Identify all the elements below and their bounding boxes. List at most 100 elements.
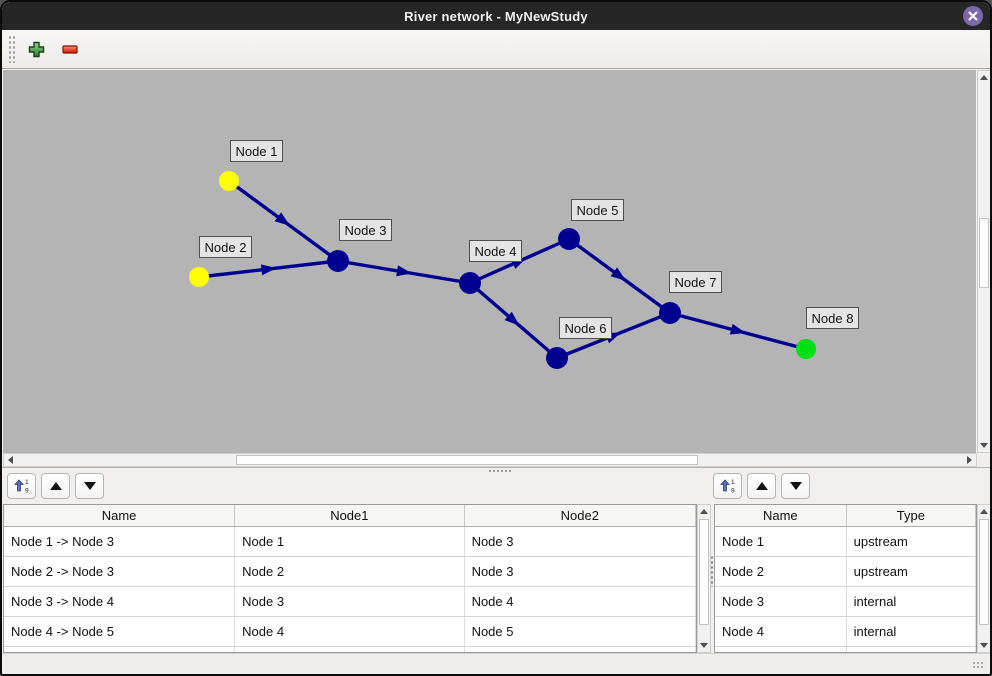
table-cell[interactable] bbox=[234, 646, 465, 652]
svg-text:9: 9 bbox=[25, 488, 29, 495]
node-label: Node 1 bbox=[230, 140, 283, 162]
vscroll-thumb[interactable] bbox=[979, 519, 989, 625]
table-cell[interactable]: Node 1 bbox=[234, 526, 465, 557]
table-row[interactable] bbox=[4, 646, 696, 652]
table-cell[interactable] bbox=[464, 646, 696, 652]
table-cell[interactable]: Node 4 -> Node 5 bbox=[4, 616, 236, 647]
nodes-table-scrollbar[interactable] bbox=[977, 504, 990, 653]
sort-icon: 1 9 bbox=[719, 479, 735, 494]
table-cell[interactable]: Node 4 bbox=[464, 586, 696, 617]
sort-reaches-button[interactable]: 1 9 bbox=[7, 473, 36, 499]
arrow-down-icon bbox=[980, 443, 988, 448]
arrow-up-icon bbox=[980, 75, 988, 80]
title-bar[interactable]: River network - MyNewStudy bbox=[2, 2, 990, 30]
table-row[interactable] bbox=[715, 646, 976, 652]
scroll-down-button[interactable] bbox=[978, 639, 990, 652]
scroll-up-button[interactable] bbox=[978, 505, 990, 518]
main-toolbar bbox=[2, 30, 990, 69]
table-cell[interactable]: Node 4 bbox=[715, 616, 847, 647]
node-node-6[interactable] bbox=[546, 347, 568, 369]
table-cell[interactable]: internal bbox=[846, 616, 976, 647]
sort-nodes-button[interactable]: 1 9 bbox=[713, 473, 742, 499]
flow-arrow-icon bbox=[610, 267, 626, 281]
node-node-3[interactable] bbox=[327, 250, 349, 272]
node-node-4[interactable] bbox=[459, 272, 481, 294]
remove-node-button[interactable] bbox=[57, 36, 83, 62]
remove-icon bbox=[62, 44, 78, 54]
add-node-button[interactable] bbox=[23, 36, 49, 62]
scroll-right-button[interactable] bbox=[963, 454, 976, 466]
table-cell[interactable]: Node 4 bbox=[234, 616, 465, 647]
window-resize-grip[interactable] bbox=[972, 661, 984, 670]
table-cell[interactable]: Node 3 bbox=[715, 586, 847, 617]
hscroll-thumb[interactable] bbox=[236, 455, 698, 465]
table-cell[interactable] bbox=[715, 646, 847, 652]
node-node-8[interactable] bbox=[796, 339, 816, 359]
table-cell[interactable]: Node 3 bbox=[464, 526, 696, 557]
diagram-hscrollbar[interactable] bbox=[3, 453, 977, 467]
tables-splitter-handle[interactable] bbox=[710, 555, 715, 587]
scroll-left-button[interactable] bbox=[4, 454, 17, 466]
table-cell[interactable]: Node 1 -> Node 3 bbox=[4, 526, 236, 557]
close-icon bbox=[968, 11, 978, 21]
scroll-down-button[interactable] bbox=[698, 639, 710, 652]
toolbar-drag-handle[interactable] bbox=[8, 35, 15, 63]
table-cell[interactable]: upstream bbox=[846, 556, 976, 587]
table-cell[interactable] bbox=[4, 646, 236, 652]
scroll-up-button[interactable] bbox=[978, 71, 990, 84]
flow-arrow-icon bbox=[396, 265, 412, 277]
table-cell[interactable]: Node 5 bbox=[464, 616, 696, 647]
move-node-up-button[interactable] bbox=[747, 473, 776, 499]
node-node-5[interactable] bbox=[558, 228, 580, 250]
node-label: Node 7 bbox=[669, 271, 722, 293]
column-header: Name bbox=[715, 505, 847, 527]
node-node-2[interactable] bbox=[189, 267, 209, 287]
add-icon bbox=[28, 41, 44, 57]
table-cell[interactable]: upstream bbox=[846, 526, 976, 557]
move-up-icon bbox=[49, 482, 62, 490]
move-reach-down-button[interactable] bbox=[75, 473, 104, 499]
move-reach-up-button[interactable] bbox=[41, 473, 70, 499]
table-cell[interactable]: Node 2 bbox=[234, 556, 465, 587]
table-cell[interactable]: internal bbox=[846, 586, 976, 617]
table-cell[interactable]: Node 3 -> Node 4 bbox=[4, 586, 236, 617]
node-label: Node 3 bbox=[339, 219, 392, 241]
river-network-diagram bbox=[189, 171, 816, 369]
vscroll-thumb[interactable] bbox=[699, 519, 709, 625]
window-title: River network - MyNewStudy bbox=[404, 8, 588, 24]
node-node-7[interactable] bbox=[659, 302, 681, 324]
move-node-down-button[interactable] bbox=[781, 473, 810, 499]
arrow-left-icon bbox=[8, 456, 13, 464]
status-bar bbox=[2, 653, 990, 674]
table-cell[interactable] bbox=[846, 646, 976, 652]
table-cell[interactable]: Node 3 bbox=[464, 556, 696, 587]
table-cell[interactable]: Node 2 bbox=[715, 556, 847, 587]
table-cell[interactable]: Node 2 -> Node 3 bbox=[4, 556, 236, 587]
flow-arrow-icon bbox=[260, 264, 277, 276]
table-cell[interactable]: Node 1 bbox=[715, 526, 847, 557]
table-cell[interactable]: Node 3 bbox=[234, 586, 465, 617]
scroll-up-button[interactable] bbox=[698, 505, 710, 518]
svg-text:1: 1 bbox=[731, 479, 735, 486]
node-node-1[interactable] bbox=[219, 171, 239, 191]
arrow-down-icon bbox=[700, 643, 708, 648]
vscroll-thumb[interactable] bbox=[979, 218, 989, 288]
diagram-vscrollbar[interactable] bbox=[977, 70, 990, 453]
close-button[interactable] bbox=[963, 6, 983, 26]
node-label: Node 4 bbox=[469, 240, 522, 262]
scroll-down-button[interactable] bbox=[978, 439, 990, 452]
splitter-handle[interactable] bbox=[488, 469, 512, 473]
reaches-table-scrollbar[interactable] bbox=[697, 504, 711, 653]
